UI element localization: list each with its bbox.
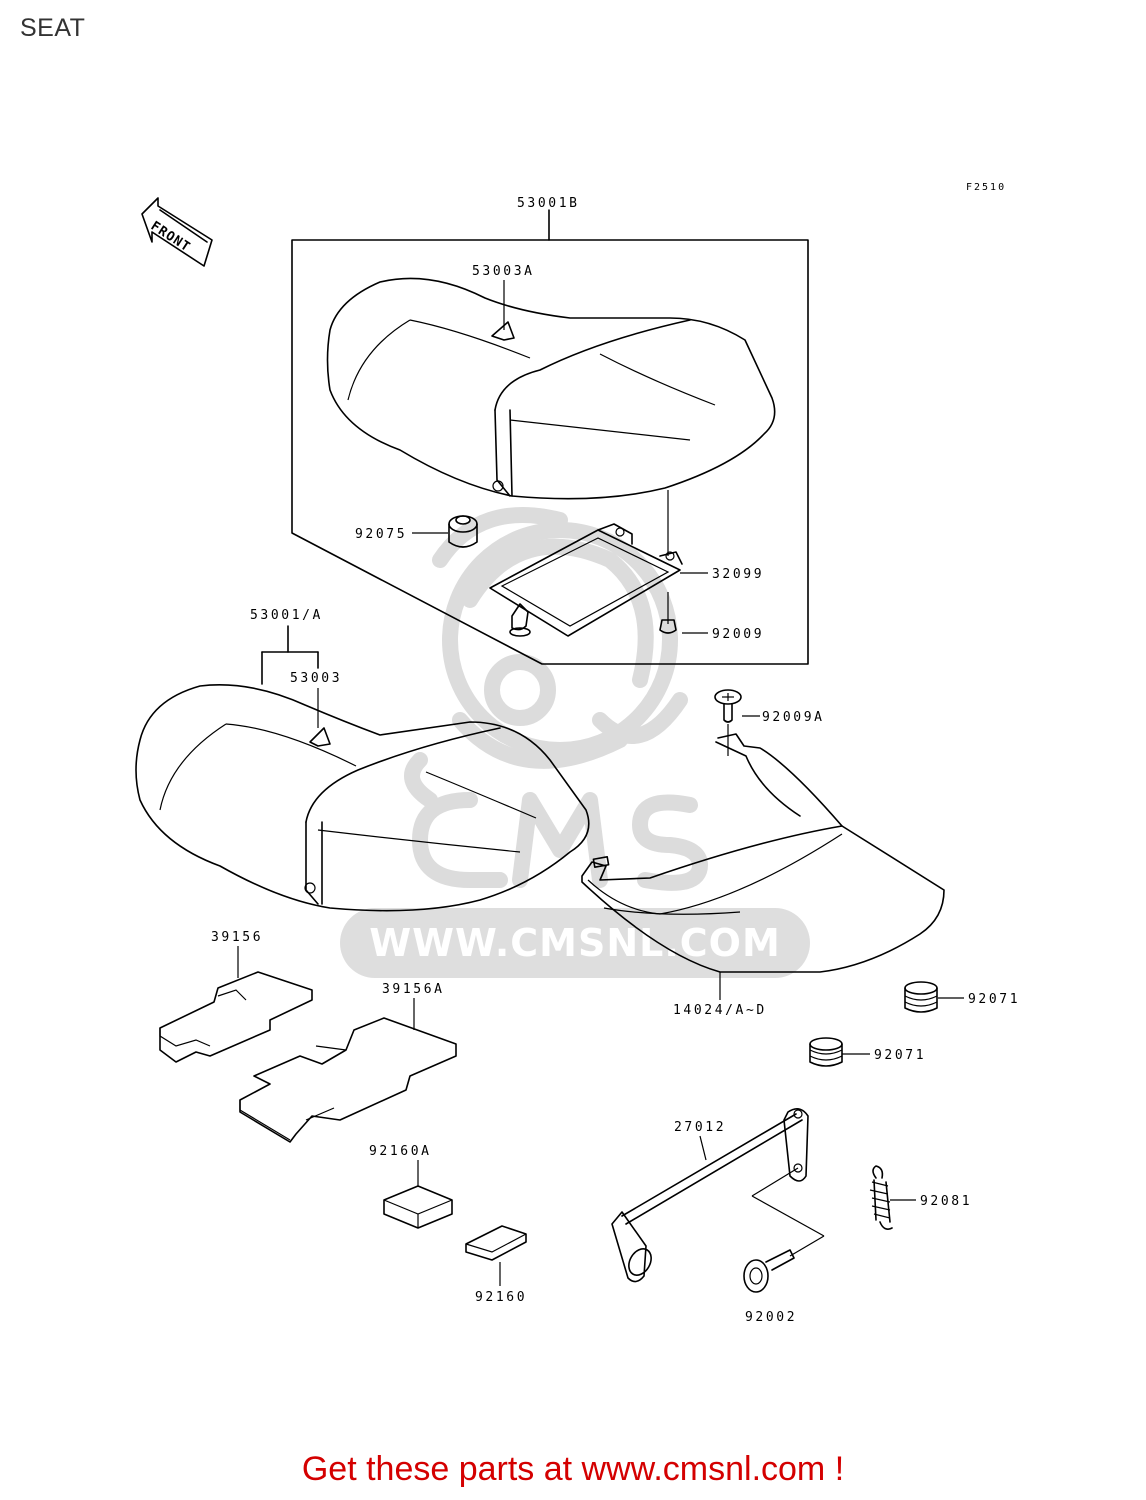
screw-92009a-icon — [714, 689, 742, 756]
leader-lines — [237, 280, 964, 1286]
front-arrow-icon: FRONT — [141, 197, 213, 267]
label-92071-bottom: 92071 — [874, 1048, 926, 1063]
parts-diagram: WWW.CMSNL.COM F2510 FRONT — [135, 182, 1020, 1325]
grommet-92071-bottom-icon — [809, 1037, 843, 1067]
label-92071-top: 92071 — [968, 992, 1020, 1007]
leader-27012-92002 — [751, 1167, 825, 1257]
block-92160a-icon — [383, 1185, 453, 1229]
label-53001b: 53001B — [517, 196, 580, 211]
label-32099: 32099 — [712, 567, 764, 582]
bolt-92009-icon — [659, 592, 677, 634]
spring-92081-icon — [869, 1165, 893, 1230]
label-92009: 92009 — [712, 627, 764, 642]
page-title: SEAT — [20, 14, 86, 42]
base-plate-32099 — [489, 523, 683, 637]
label-92160: 92160 — [475, 1290, 527, 1305]
label-92009a: 92009A — [762, 710, 825, 725]
watermark-logo — [404, 752, 708, 891]
bracket-53001a — [261, 625, 319, 685]
seat-upper — [326, 277, 776, 500]
label-92075: 92075 — [355, 527, 407, 542]
damper-92075-icon — [448, 515, 478, 548]
block-92160-icon — [465, 1225, 527, 1261]
part-labels: 53001B 53003A 92075 32099 92009 53001/A … — [211, 196, 1020, 1325]
footer-link-text[interactable]: Get these parts at www.cmsnl.com ! — [301, 1450, 845, 1488]
label-39156a: 39156A — [382, 982, 445, 997]
figure-code: F2510 — [966, 182, 1006, 193]
seat-lower-tab — [309, 727, 331, 747]
tail-cover-14024 — [581, 733, 945, 973]
assembly-box-53001b — [291, 209, 809, 665]
label-92081: 92081 — [920, 1194, 972, 1209]
label-92160a: 92160A — [369, 1144, 432, 1159]
seat-upper-tab — [491, 321, 515, 341]
label-39156: 39156 — [211, 930, 263, 945]
seat-lower — [135, 684, 590, 912]
bolt-92002-icon — [743, 1249, 795, 1293]
grommet-92071-top-icon — [904, 981, 938, 1013]
watermark-text: WWW.CMSNL.COM — [369, 921, 781, 965]
mat-39156 — [159, 971, 313, 1063]
label-53003a: 53003A — [472, 264, 535, 279]
watermark: WWW.CMSNL.COM — [340, 507, 810, 978]
label-53003: 53003 — [290, 671, 342, 686]
mat-39156a — [239, 1017, 457, 1143]
watermark-banner — [340, 908, 810, 978]
label-53001a: 53001/A — [250, 608, 323, 623]
watermark-mascot — [432, 507, 688, 769]
rod-27012 — [611, 1108, 809, 1283]
label-92002: 92002 — [745, 1310, 797, 1325]
label-14024: 14024/A~D — [673, 1003, 767, 1018]
clip-icon — [509, 603, 531, 637]
label-27012: 27012 — [674, 1120, 726, 1135]
